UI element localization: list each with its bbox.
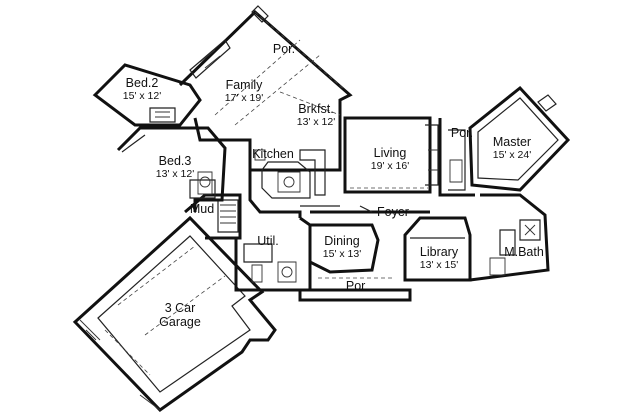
bed3-walls [116,126,227,212]
family-dims: 17' x 19' [225,92,263,104]
dining-dims: 15' x 13' [323,248,361,260]
util-label: Util. [257,234,279,248]
living-label: Living [374,146,407,160]
room-labels: 3 Car Garage Mud Bed.3 13' x 12' Bed.2 1… [123,42,544,329]
bed3-dims: 13' x 12' [156,168,194,180]
garage-walls [72,215,277,412]
mud-label: Mud [190,202,214,216]
bed2-walls [92,63,202,127]
por-bottom-label: Por. [346,279,368,293]
living-walls [343,116,441,194]
bed2-dims: 15' x 12' [123,90,161,102]
dining-label: Dining [324,234,359,248]
library-dims: 13' x 15' [420,259,458,271]
master-label: Master [493,135,531,149]
por-mid-label: Por. [451,126,473,140]
library-label: Library [420,245,459,259]
living-dims: 19' x 16' [371,160,409,172]
family-label: Family [226,78,264,92]
mbath-label: M.Bath [504,245,544,259]
master-dims: 15' x 24' [493,149,531,161]
brkfst-dims: 13' x 12' [297,116,335,128]
por-top-label: Por. [273,42,295,56]
kitchen-label: Kitchen [252,147,294,161]
family-walls [178,5,353,172]
front-walls [298,193,550,302]
garage-label-2: Garage [159,315,201,329]
garage-label: 3 Car [165,301,196,315]
bed2-label: Bed.2 [126,76,159,90]
brkfst-label: Brkfst. [298,102,333,116]
master-walls [438,85,571,197]
foyer-label: Foyer [377,205,409,219]
kitchen-walls [248,140,326,218]
bed3-label: Bed.3 [159,154,192,168]
